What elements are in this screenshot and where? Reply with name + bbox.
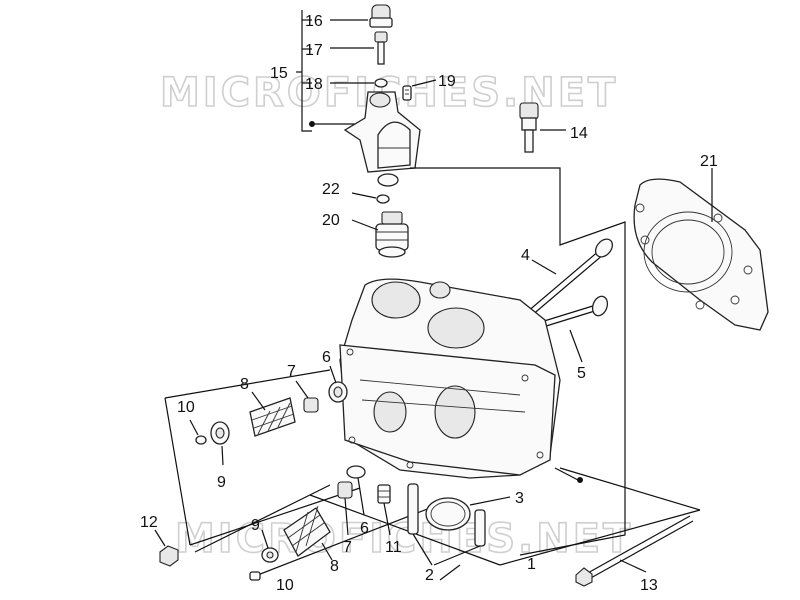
part-16-cap <box>330 4 393 28</box>
part-19-screw <box>402 79 437 101</box>
callout-11: 11 <box>385 539 402 556</box>
part-10-cotter-lower <box>249 571 261 581</box>
callout-10-lower: 10 <box>276 577 294 594</box>
part-18-washer <box>330 78 388 88</box>
callout-17: 17 <box>305 42 323 59</box>
callout-4: 4 <box>521 247 530 264</box>
part-6-washer-lower <box>346 465 366 516</box>
callout-1: 1 <box>527 556 536 573</box>
part-17-bleed-screw <box>330 31 388 65</box>
part-22-o-ring <box>351 192 390 204</box>
reference-dot <box>309 121 315 127</box>
callout-9-lower: 9 <box>251 517 260 534</box>
part-12-bolt <box>154 529 179 567</box>
thermostat-housing <box>343 91 421 187</box>
part-11-dowel-pin <box>377 484 391 536</box>
callout-18: 18 <box>305 76 323 93</box>
callout-2: 2 <box>425 567 434 584</box>
part-3-o-ring <box>425 496 511 531</box>
watermark-bottom: MICROFICHES.NET <box>175 516 633 562</box>
callout-12: 12 <box>140 514 158 531</box>
part-7-seal-upper <box>295 380 319 413</box>
part-2-locating-dowels <box>407 483 486 566</box>
callout-13: 13 <box>640 577 658 594</box>
callout-3: 3 <box>515 490 524 507</box>
assembly-frame-lines <box>164 167 701 581</box>
bracket-15 <box>296 10 365 132</box>
callout-21: 21 <box>700 153 718 170</box>
callout-8-upper: 8 <box>240 376 249 393</box>
part-4-intake-valve <box>519 238 614 323</box>
callout-14: 14 <box>570 125 588 142</box>
part-10-cotter-upper <box>189 419 207 445</box>
part-9-retainer-lower <box>261 529 279 563</box>
callout-7-lower: 7 <box>343 539 352 556</box>
callout-20: 20 <box>322 212 340 229</box>
part-8-spring-lower <box>283 505 333 561</box>
callout-16: 16 <box>305 13 323 30</box>
part-1-cylinder-head <box>339 278 561 479</box>
callout-19: 19 <box>438 73 456 90</box>
callout-8-lower: 8 <box>330 558 339 575</box>
part-6-washer-upper <box>328 365 348 403</box>
part-7-seal-lower <box>337 481 353 536</box>
part-9-retainer-upper <box>210 421 230 466</box>
callout-6-lower: 6 <box>360 520 369 537</box>
part-20-thermostat <box>351 211 409 258</box>
callout-5: 5 <box>577 365 586 382</box>
callout-7-upper: 7 <box>287 363 296 380</box>
part-13-long-bolt <box>575 515 694 587</box>
part-21-head-gasket <box>633 168 769 331</box>
part-8-spring-upper <box>249 391 296 437</box>
callout-15: 15 <box>270 65 288 82</box>
callout-6-upper: 6 <box>322 349 331 366</box>
part-14-temp-sensor <box>519 102 566 153</box>
callout-10-upper: 10 <box>177 399 195 416</box>
reference-dot-2 <box>577 477 583 483</box>
callout-9-upper: 9 <box>217 474 226 491</box>
callout-22: 22 <box>322 181 340 198</box>
